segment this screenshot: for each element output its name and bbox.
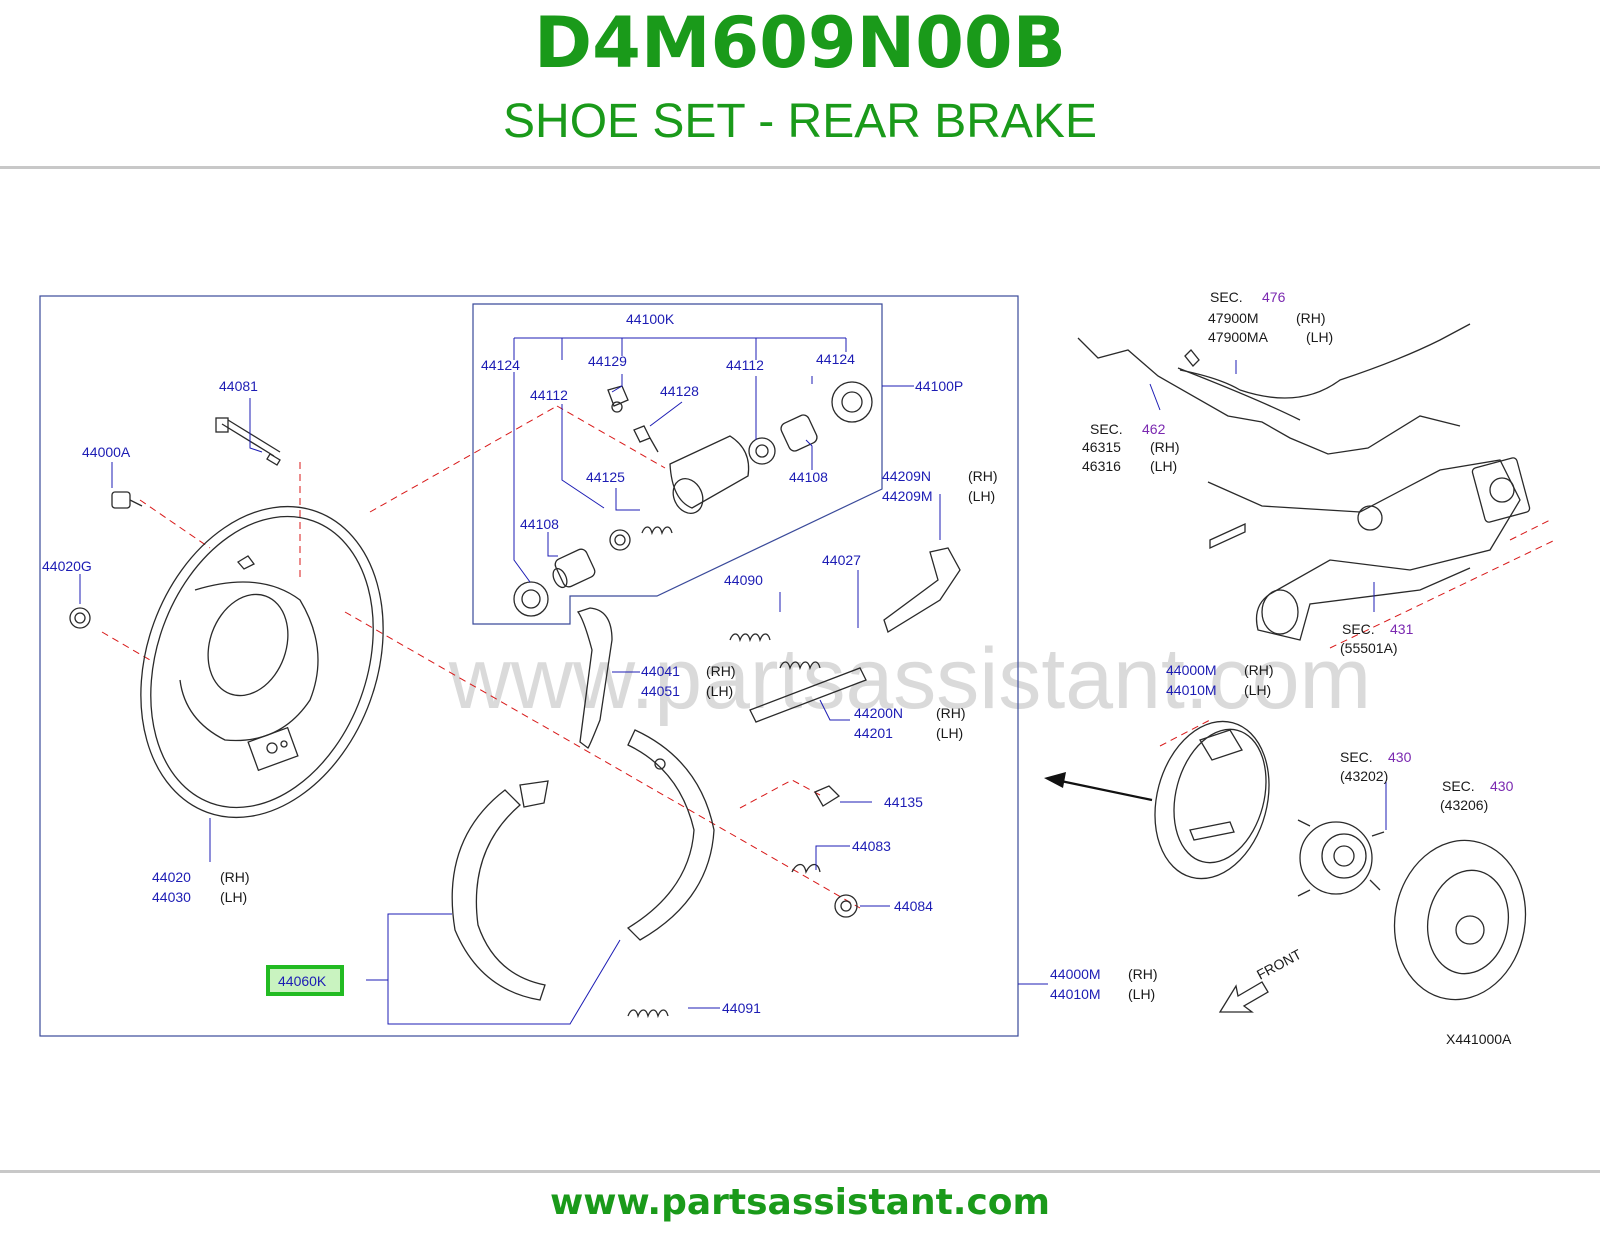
label-44084[interactable]: 44084 (894, 898, 933, 914)
label-44010m-right[interactable]: 44010M (1166, 682, 1217, 698)
sec-462-number[interactable]: 462 (1142, 421, 1166, 437)
backing-plate-drawing (140, 505, 384, 819)
sec-462-label: SEC. (1090, 421, 1123, 437)
watermark-text: www.partsassistant.com (448, 631, 1371, 727)
suspension-and-hub-drawing (1077, 323, 1531, 1001)
label-44051[interactable]: 44051 (641, 683, 680, 699)
footer-url[interactable]: www.partsassistant.com (549, 1182, 1051, 1223)
sec-431-label: SEC. (1342, 621, 1375, 637)
brake-shoes-drawing (451, 547, 961, 1019)
label-44000m-main[interactable]: 44000M (1050, 966, 1101, 982)
sec-431-number[interactable]: 431 (1390, 621, 1414, 637)
footer-divider (0, 1170, 1600, 1173)
highlight-box-44060k[interactable] (266, 965, 344, 996)
label-44209n[interactable]: 44209N (882, 468, 931, 484)
label-44030-lh: (LH) (220, 889, 247, 905)
sec-476-number[interactable]: 476 (1262, 289, 1286, 305)
label-46315[interactable]: 46315 (1082, 439, 1121, 455)
label-44051-lh: (LH) (706, 683, 733, 699)
label-43206[interactable]: (43206) (1440, 797, 1488, 813)
label-44027[interactable]: 44027 (822, 552, 861, 568)
label-44209m[interactable]: 44209M (882, 488, 933, 504)
label-44020g[interactable]: 44020G (42, 558, 92, 574)
label-44209m-lh: (LH) (968, 488, 995, 504)
label-44041[interactable]: 44041 (641, 663, 680, 679)
wheel-cylinder-parts-drawing (513, 381, 873, 617)
arrow-drawings (1044, 772, 1269, 1013)
label-44010m-main[interactable]: 44010M (1050, 986, 1101, 1002)
front-label: FRONT (1254, 946, 1304, 983)
label-44124-right[interactable]: 44124 (816, 351, 855, 367)
label-44112-right[interactable]: 44112 (726, 357, 764, 373)
main-frame (39, 295, 1019, 1037)
label-44083[interactable]: 44083 (852, 838, 891, 854)
label-44041-rh: (RH) (706, 663, 736, 679)
label-44200n[interactable]: 44200N (854, 705, 903, 721)
label-44128[interactable]: 44128 (660, 383, 699, 399)
label-44000m-main-rh: (RH) (1128, 966, 1158, 982)
label-44135[interactable]: 44135 (884, 794, 923, 810)
sec-430b-number[interactable]: 430 (1490, 778, 1514, 794)
label-55501a[interactable]: (55501A) (1340, 640, 1398, 656)
label-46315-rh: (RH) (1150, 439, 1180, 455)
sec-476-label: SEC. (1210, 289, 1243, 305)
wheel-cylinder-frame (472, 303, 883, 625)
label-46316-lh: (LH) (1150, 458, 1177, 474)
label-44030[interactable]: 44030 (152, 889, 191, 905)
sec-430b-label: SEC. (1442, 778, 1475, 794)
label-47900ma[interactable]: 47900MA (1208, 329, 1269, 345)
sec-430a-number[interactable]: 430 (1388, 749, 1412, 765)
label-44060k[interactable]: 44060K (278, 973, 327, 989)
part-labels: 44100K 44100P 44124 44124 44129 44112 44… (42, 311, 1274, 1016)
label-44125[interactable]: 44125 (586, 469, 625, 485)
label-47900ma-lh: (LH) (1306, 329, 1333, 345)
diagram-code: X441000A (1446, 1031, 1512, 1047)
label-46316[interactable]: 46316 (1082, 458, 1121, 474)
label-47900m-rh: (RH) (1296, 310, 1326, 326)
label-44000m-right[interactable]: 44000M (1166, 662, 1217, 678)
fastener-drawings (69, 417, 281, 629)
label-44000a[interactable]: 44000A (82, 444, 131, 460)
label-43202[interactable]: (43202) (1340, 768, 1388, 784)
label-44108-right[interactable]: 44108 (789, 469, 828, 485)
label-44201[interactable]: 44201 (854, 725, 893, 741)
label-47900m[interactable]: 47900M (1208, 310, 1259, 326)
label-44209n-rh: (RH) (968, 468, 998, 484)
label-44020[interactable]: 44020 (152, 869, 191, 885)
label-44020-rh: (RH) (220, 869, 250, 885)
label-44091[interactable]: 44091 (722, 1000, 761, 1016)
label-44200n-rh: (RH) (936, 705, 966, 721)
diagram-title: SHOE SET - REAR BRAKE (503, 95, 1097, 148)
page-header: D4M609N00B SHOE SET - REAR BRAKE (0, 0, 1600, 168)
assembly-dash-lines (101, 405, 1556, 909)
label-44100p[interactable]: 44100P (915, 378, 963, 394)
label-44010m-main-lh: (LH) (1128, 986, 1155, 1002)
leader-lines (79, 337, 1387, 1025)
part-number-title: D4M609N00B (534, 2, 1066, 84)
label-44000m-right-rh: (RH) (1244, 662, 1274, 678)
label-44108-left[interactable]: 44108 (520, 516, 559, 532)
label-44201-lh: (LH) (936, 725, 963, 741)
label-44081[interactable]: 44081 (219, 378, 258, 394)
label-44129[interactable]: 44129 (588, 353, 627, 369)
label-44112-left[interactable]: 44112 (530, 387, 568, 403)
label-44090[interactable]: 44090 (724, 572, 763, 588)
label-44010m-right-lh: (LH) (1244, 682, 1271, 698)
label-44124-left[interactable]: 44124 (481, 357, 520, 373)
sec-430a-label: SEC. (1340, 749, 1373, 765)
label-44100k[interactable]: 44100K (626, 311, 675, 327)
header-divider (0, 166, 1600, 169)
